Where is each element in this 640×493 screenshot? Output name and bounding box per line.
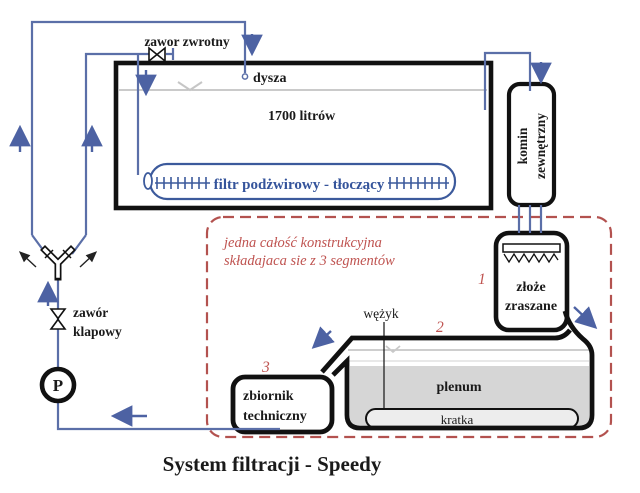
pump-label: P <box>53 376 63 395</box>
flow-arrow-to-technical-tank <box>311 326 335 349</box>
inner-supply-pipe <box>84 48 175 235</box>
trickle-bed-outline <box>493 230 570 333</box>
flow-arrows <box>9 34 598 427</box>
technical-tank-segment: zbiornik techniczny <box>230 374 335 435</box>
filter-label: filtr podżwirowy - tłoczący <box>214 177 385 193</box>
technical-tank-label-line1: zbiornik <box>243 389 294 404</box>
trickle-bed-segment: złoże zraszane <box>493 230 570 333</box>
trickle-bed-label-line2: zraszane <box>505 299 557 314</box>
plenum-top-edge <box>320 328 572 374</box>
plenum-label: plenum <box>436 380 481 395</box>
plenum-tub-outline <box>331 310 595 431</box>
diagram-title: System filtracji - Speedy <box>163 452 382 476</box>
pump-outline <box>39 366 77 404</box>
tank-volume-label: 1700 litrów <box>268 109 336 124</box>
segment-2-number: 2 <box>436 319 444 336</box>
pump: P <box>39 366 77 404</box>
check-valve <box>148 46 166 63</box>
plenum-segment: plenum kratka <box>320 310 595 431</box>
technical-tank-label-line2: techniczny <box>243 409 307 424</box>
construction-note-line1: jedna całość konstrukcyjna <box>222 235 382 251</box>
grate-label: kratka <box>441 412 474 427</box>
chimney-label-line1: komin <box>515 127 530 164</box>
segment-1-number: 1 <box>478 271 486 288</box>
flap-valve <box>49 308 67 330</box>
y-fitting <box>40 245 76 281</box>
nozzle-tip <box>241 73 249 80</box>
y-arrow-left <box>18 251 37 268</box>
tank-water-level-mark <box>177 81 203 92</box>
hose-label: wężyk <box>363 306 398 321</box>
chimney-label-line2: zewnętrzny <box>533 113 548 179</box>
construction-note-line2: składajaca sie z 3 segmentów <box>224 253 395 269</box>
filter-hatch-left <box>155 177 210 189</box>
filter-inlet-connector <box>143 172 153 190</box>
segment-3-number: 3 <box>261 359 270 376</box>
y-arrow-right <box>79 251 98 268</box>
y-split-arrows <box>18 251 98 268</box>
chimney-outlet-pipes <box>517 205 543 233</box>
plenum-water-level-mark <box>385 345 401 354</box>
flap-valve-label-line2: klapowy <box>73 324 122 339</box>
nozzle-label: dysza <box>253 71 286 86</box>
filter-hatch-right <box>388 177 449 189</box>
flow-arrow-tricklebed-outlet <box>573 306 598 329</box>
sprinkler-spray <box>503 252 559 264</box>
sprinkler-bar <box>502 243 561 253</box>
check-valve-label: zawor zwrotny <box>144 34 230 49</box>
overflow-pipe <box>483 51 532 110</box>
flap-valve-label-line1: zawór <box>73 305 108 320</box>
technical-tank-outline <box>230 374 335 435</box>
trickle-bed-label-line1: złoże <box>516 280 546 295</box>
undergravel-filter: filtr podżwirowy - tłoczący <box>143 162 457 201</box>
